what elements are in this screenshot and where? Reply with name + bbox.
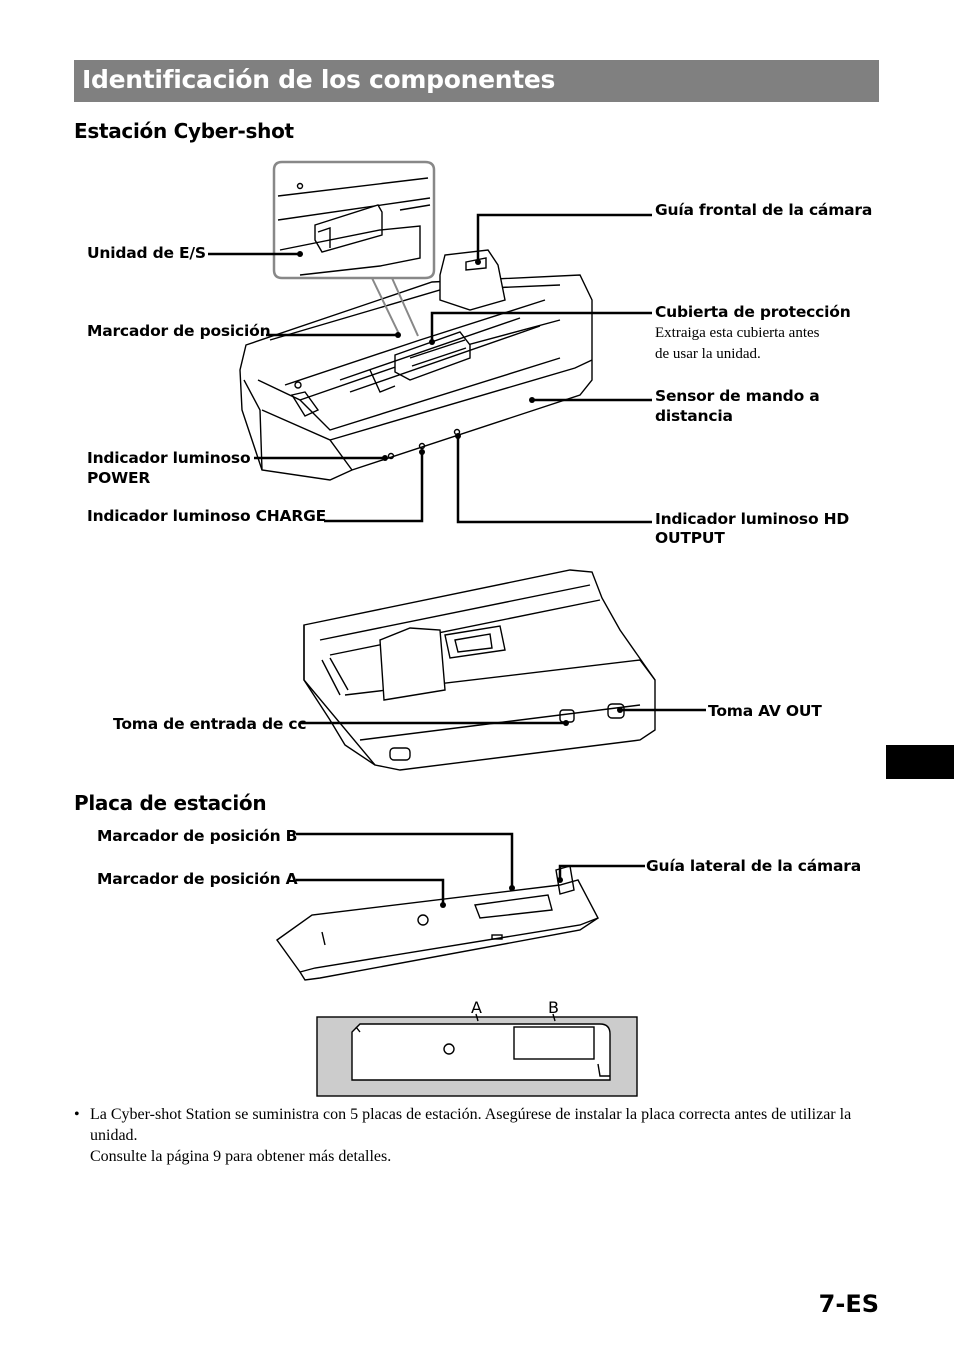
label-hd-output-2: OUTPUT — [655, 529, 725, 547]
leader-lines — [208, 213, 706, 905]
section-title-bar: Identificación de los componentes — [74, 60, 879, 102]
label-marker-b: Marcador de posición B — [97, 827, 298, 845]
page-number: 7-ES — [818, 1290, 879, 1318]
station-rear-illustration — [303, 569, 656, 771]
page-title: Identificación de los componentes — [82, 65, 556, 94]
station-top-illustration — [239, 249, 593, 481]
plate-letter-a: A — [471, 998, 482, 1017]
label-front-guide: Guía frontal de la cámara — [655, 201, 873, 219]
label-dc-in: Toma de entrada de cc — [113, 715, 307, 733]
note-text-2: Consulte la página 9 para obtener más de… — [90, 1148, 392, 1165]
label-remote-sensor-1: Sensor de mando a — [655, 387, 820, 405]
section-side-tab — [886, 745, 954, 779]
label-side-guide: Guía lateral de la cámara — [646, 857, 861, 875]
label-position-marker: Marcador de posición — [87, 322, 271, 340]
plate-letter-b: B — [548, 998, 559, 1017]
heading-station-plate: Placa de estación — [74, 791, 267, 815]
plate-outline-box — [316, 1013, 638, 1097]
note-text-1: La Cyber-shot Station se suministra con … — [90, 1106, 852, 1144]
station-plate-illustration — [276, 865, 599, 981]
label-remote-sensor-2: distancia — [655, 407, 733, 425]
label-av-out: Toma AV OUT — [708, 702, 822, 720]
label-power-indicator-1: Indicador luminoso — [87, 449, 251, 467]
label-marker-a: Marcador de posición A — [97, 870, 298, 888]
heading-cyber-shot-station: Estación Cyber-shot — [74, 119, 294, 143]
cover-description-2: de usar la unidad. — [655, 346, 761, 362]
bullet-marker: • — [74, 1106, 80, 1123]
label-power-indicator-2: POWER — [87, 469, 151, 487]
cover-description-1: Extraiga esta cubierta antes — [655, 325, 820, 341]
label-protective-cover: Cubierta de protección — [655, 303, 851, 321]
label-io-unit: Unidad de E/S — [87, 244, 206, 262]
label-hd-output-1: Indicador luminoso HD — [655, 510, 850, 528]
label-charge-indicator: Indicador luminoso CHARGE — [87, 507, 326, 525]
leader-dots — [297, 251, 623, 908]
io-unit-inset — [272, 160, 436, 337]
